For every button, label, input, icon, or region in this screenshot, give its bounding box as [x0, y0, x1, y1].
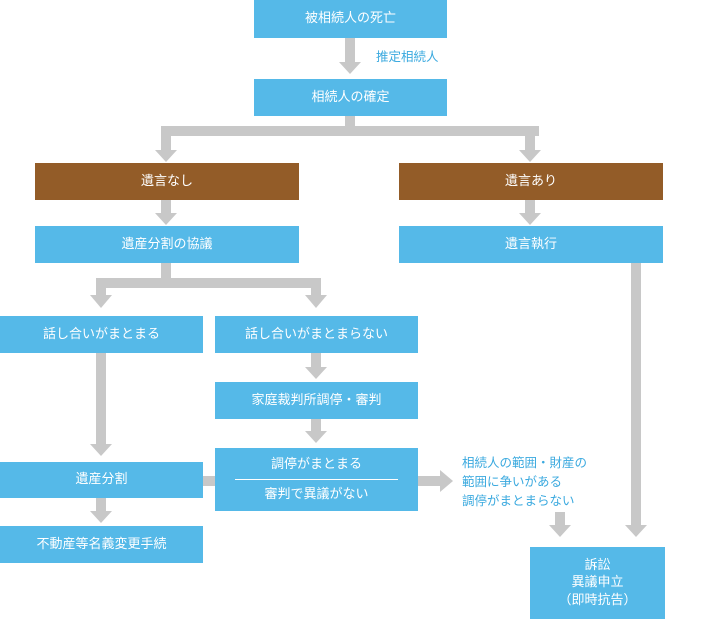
- node-partition: 遺産分割: [0, 462, 203, 498]
- arrow-notagreed-to-court: [305, 353, 327, 379]
- node-partition-talk: 遺産分割の協議: [35, 226, 299, 263]
- node-agreed-label: 話し合いがまとまる: [42, 326, 160, 342]
- note-dispute-line-1: 相続人の範囲・財産の: [462, 455, 588, 470]
- node-family-court-label: 家庭裁判所調停・審判: [251, 392, 382, 408]
- node-registration: 不動産等名義変更手続: [0, 526, 203, 563]
- arrow-agreed-to-partition: [90, 353, 112, 456]
- note-dispute-line-3: 調停がまとまらない: [462, 493, 575, 508]
- arrow-nowill-to-talk: [155, 200, 177, 225]
- node-lawsuit: 訴訟 異議申立 （即時抗告）: [530, 547, 665, 619]
- mediation-divider: [235, 479, 398, 480]
- node-partition-talk-label: 遺産分割の協議: [121, 236, 213, 252]
- node-heir-confirm-label: 相続人の確定: [311, 89, 390, 105]
- node-has-will-label: 遺言あり: [504, 173, 557, 189]
- note-dispute-line-2: 範囲に争いがある: [462, 474, 563, 489]
- arrow-court-to-mediation: [305, 419, 327, 443]
- arrow-death-to-heir: [339, 38, 361, 74]
- arrow-heir-branch: [155, 116, 541, 162]
- note-dispute: 相続人の範囲・財産の 範囲に争いがある 調停がまとまらない: [462, 453, 587, 510]
- node-family-court: 家庭裁判所調停・審判: [215, 382, 418, 419]
- arrow-dispute-to-lawsuit: [549, 512, 571, 537]
- node-death: 被相続人の死亡: [254, 0, 447, 38]
- arrow-will-to-exec: [519, 200, 541, 225]
- node-mediation-agreed-label: 調停がまとまる: [270, 456, 362, 472]
- arrow-exec-to-lawsuit: [625, 263, 647, 537]
- node-no-will: 遺言なし: [35, 163, 299, 200]
- node-agreed: 話し合いがまとまる: [0, 316, 203, 353]
- arrow-partition-to-registration: [90, 498, 112, 523]
- node-heir-confirm: 相続人の確定: [254, 79, 447, 116]
- node-will-exec: 遺言執行: [399, 226, 663, 263]
- note-presumed-heir: 推定相続人: [376, 47, 439, 66]
- node-has-will: 遺言あり: [399, 163, 663, 200]
- node-no-will-label: 遺言なし: [140, 173, 193, 189]
- node-partition-label: 遺産分割: [75, 472, 128, 488]
- node-lawsuit-line-1: 訴訟: [584, 557, 611, 573]
- node-not-agreed-label: 話し合いがまとまらない: [244, 326, 388, 342]
- node-lawsuit-line-3: （即時抗告）: [558, 592, 637, 608]
- note-presumed-heir-label: 推定相続人: [376, 49, 439, 64]
- node-registration-label: 不動産等名義変更手続: [36, 536, 167, 552]
- arrow-mediation-to-dispute: [418, 470, 453, 492]
- node-no-objection-label: 審判で異議がない: [264, 486, 369, 502]
- arrow-talk-branch: [90, 263, 327, 308]
- node-not-agreed: 話し合いがまとまらない: [215, 316, 418, 353]
- node-death-label: 被相続人の死亡: [304, 11, 396, 27]
- node-will-exec-label: 遺言執行: [504, 236, 557, 252]
- node-lawsuit-line-2: 異議申立: [571, 575, 624, 591]
